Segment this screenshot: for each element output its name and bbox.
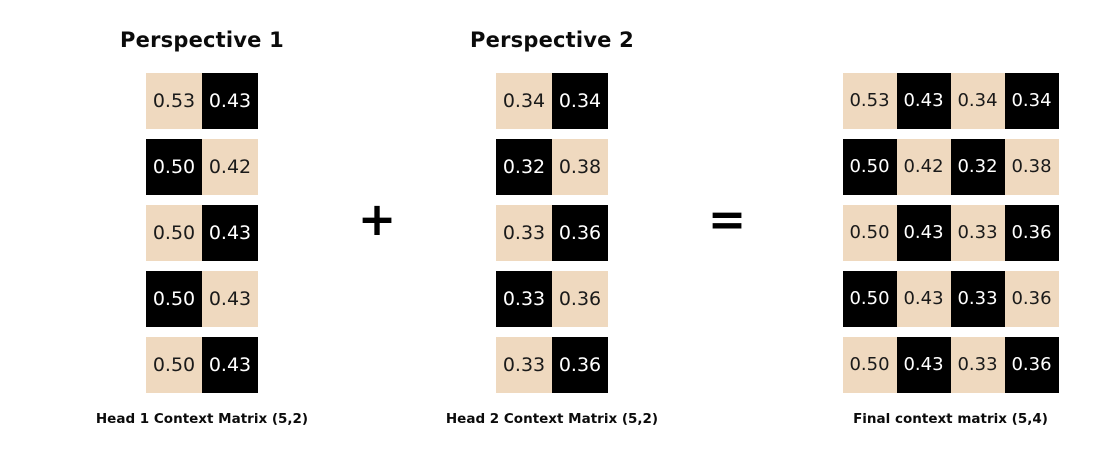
matrix-cell: 0.50 (146, 205, 202, 261)
matrix-cell: 0.50 (146, 337, 202, 393)
matrix-cell: 0.53 (146, 73, 202, 129)
matrix-cell: 0.50 (842, 337, 897, 393)
matrix-cell: 0.50 (146, 139, 202, 195)
matrix-cell: 0.32 (496, 139, 552, 195)
matrix-cell: 0.42 (202, 139, 258, 195)
matrix-cell: 0.50 (146, 271, 202, 327)
final-caption: Final context matrix (5,4) (853, 411, 1048, 427)
matrix-cell: 0.50 (842, 139, 897, 195)
matrix-cell: 0.33 (496, 205, 552, 261)
matrix-cell: 0.43 (202, 337, 258, 393)
plus-operator-icon: + (357, 192, 397, 246)
matrix-cell: 0.34 (496, 73, 552, 129)
matrix-cell: 0.34 (950, 73, 1005, 129)
matrix-cell: 0.33 (496, 337, 552, 393)
head2-header: Perspective 2 (470, 28, 634, 52)
matrix-cell: 0.43 (896, 73, 951, 129)
matrix-cell: 0.53 (842, 73, 897, 129)
head1-caption: Head 1 Context Matrix (5,2) (95, 411, 309, 427)
matrix-cell: 0.32 (950, 139, 1005, 195)
matrix-cell: 0.33 (496, 271, 552, 327)
head1-header: Perspective 1 (120, 28, 284, 52)
matrix-cell: 0.50 (842, 271, 897, 327)
head2-caption: Head 2 Context Matrix (5,2) (445, 411, 659, 427)
matrix-cell: 0.36 (552, 205, 608, 261)
matrix-cell: 0.38 (552, 139, 608, 195)
matrix-cell: 0.43 (202, 205, 258, 261)
matrix-cell: 0.33 (950, 337, 1005, 393)
matrix-cell: 0.42 (896, 139, 951, 195)
matrix-cell: 0.50 (842, 205, 897, 261)
matrix-cell: 0.36 (1004, 205, 1059, 261)
matrix-cell: 0.33 (950, 271, 1005, 327)
matrix-cell: 0.43 (896, 271, 951, 327)
matrix-cell: 0.36 (1004, 337, 1059, 393)
equals-operator-icon: = (707, 192, 747, 246)
matrix-cell: 0.43 (896, 337, 951, 393)
matrix-cell: 0.34 (1004, 73, 1059, 129)
matrix-cell: 0.36 (552, 337, 608, 393)
matrix-cell: 0.43 (202, 73, 258, 129)
matrix-cell: 0.33 (950, 205, 1005, 261)
matrix-cell: 0.34 (552, 73, 608, 129)
matrix-cell: 0.38 (1004, 139, 1059, 195)
matrix-cell: 0.43 (896, 205, 951, 261)
matrix-cell: 0.36 (552, 271, 608, 327)
matrix-cell: 0.36 (1004, 271, 1059, 327)
matrix-cell: 0.43 (202, 271, 258, 327)
